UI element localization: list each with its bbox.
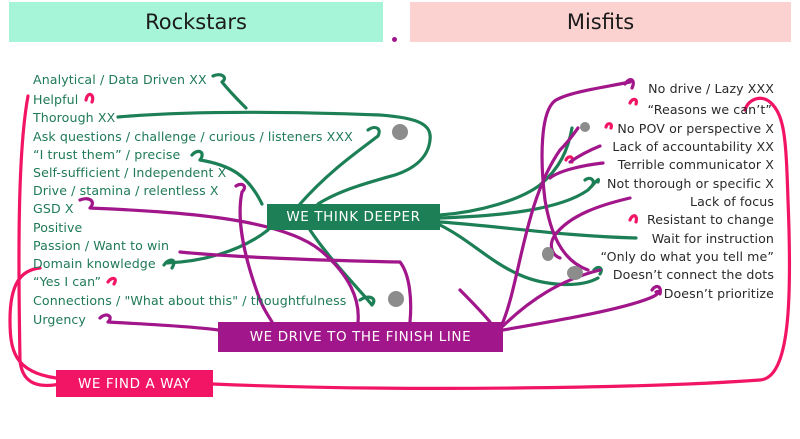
rockstar-item: Domain knowledge [33,256,156,271]
purple-connector [178,250,413,324]
misfit-item: No drive / Lazy XXX [648,81,774,96]
purple-connector [234,182,274,324]
misfit-item: “Reasons we can’t” [647,102,772,117]
rockstar-item: Connections / "What about this" / though… [33,293,347,308]
theme-drive-finish-line: WE DRIVE TO THE FINISH LINE [218,322,503,352]
ink-dot [392,37,397,42]
green-connector [162,258,176,270]
rockstar-item: Ask questions / challenge / curious / li… [33,129,353,144]
misfit-item: Terrible communicator X [617,157,774,172]
gray-blob [542,247,554,261]
gray-marks [388,122,590,307]
gray-blob [567,266,583,280]
purple-connector [540,80,632,272]
rockstar-item: Positive [33,220,83,235]
rockstar-item: Urgency [33,312,86,327]
green-connector [438,126,574,217]
green-connector [211,73,248,110]
misfits-header: Misfits [410,2,791,42]
purple-connector [98,313,220,332]
theme-find-a-way: WE FIND A WAY [56,370,213,397]
misfit-item: “Only do what you tell me” [600,249,774,264]
misfit-item: Doesn’t connect the dots [612,267,774,282]
misfit-item: Lack of focus [689,194,774,209]
rockstar-item: “I trust them” / precise [33,147,181,162]
pink-connector [211,96,792,390]
rockstar-item: Helpful [33,92,79,107]
rockstar-item: GSD X [33,201,74,216]
purple-connector [458,288,492,324]
gray-blob [388,291,404,307]
purple-connector [501,289,661,332]
misfit-item: Not thorough or specific X [607,176,774,191]
green-connector [438,220,638,240]
rockstars-header: Rockstars [9,2,383,42]
misfit-item: Wait for instruction [651,231,774,246]
gray-blob [392,124,408,140]
rockstar-item: Thorough XX [33,110,116,125]
misfit-item: Lack of accountability XX [612,139,774,154]
pink-connector [8,266,58,380]
green-connector [116,110,432,206]
theme-think-deeper: WE THINK DEEPER [267,204,440,230]
purple-connector [501,126,580,324]
pink-connector [17,94,62,388]
green-connector [583,176,603,276]
purple-connector [548,161,605,180]
rockstar-item: Analytical / Data Driven XX [33,72,207,87]
pink-connector [84,92,638,286]
green-connector [438,177,601,220]
green-connector [190,149,264,206]
misfit-item: No POV or perspective X [617,121,774,136]
purple-connector [501,268,602,328]
purple-connector [568,144,602,164]
rockstar-item: Self-sufficient / Independent X [33,165,227,180]
purple-connector [623,78,662,296]
gray-blob [580,122,590,132]
green-connector [298,125,381,206]
rockstar-item: “Yes I can” [33,274,102,289]
green-connector [438,223,600,287]
rockstar-item: Drive / stamina / relentless X [33,183,219,198]
rockstar-item: Passion / Want to win [33,238,170,253]
green-connector [308,228,376,307]
misfit-item: Doesn’t prioritize [663,286,774,301]
misfit-item: Resistant to change [646,212,774,227]
